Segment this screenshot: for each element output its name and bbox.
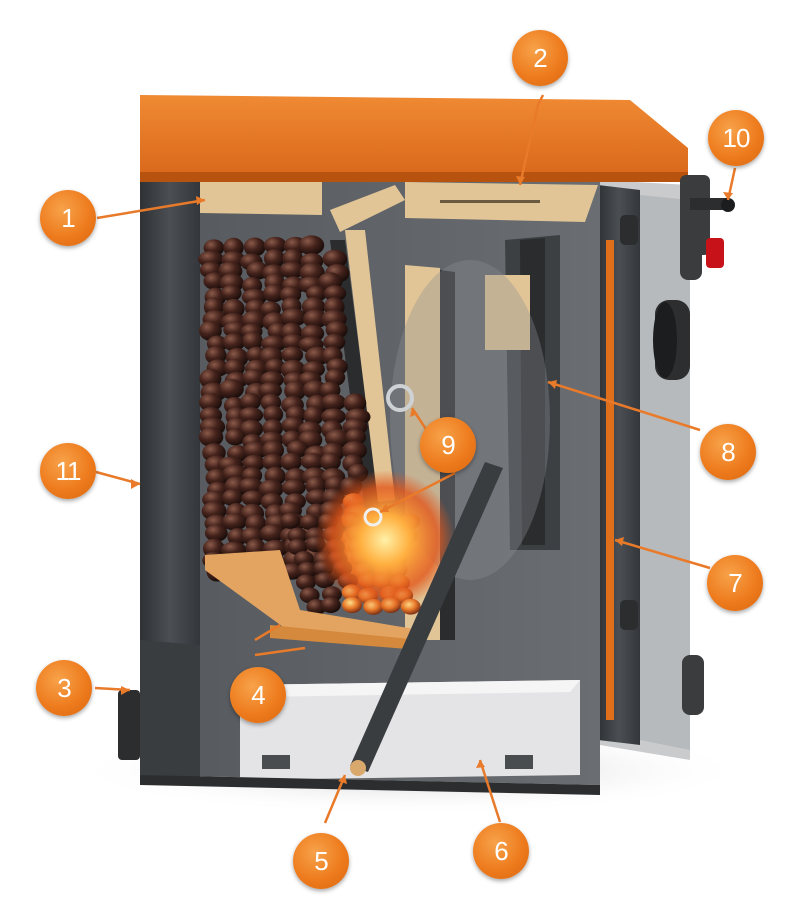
coal-lump — [284, 380, 306, 401]
callout-3: 3 — [36, 660, 92, 716]
callout-7-label: 7 — [728, 567, 743, 598]
callout-10-label: 10 — [722, 122, 751, 153]
coal-lump — [243, 441, 268, 460]
coal-lump — [263, 284, 285, 303]
coal-lump — [243, 237, 266, 257]
fire-glow — [315, 470, 455, 610]
callout-8: 8 — [700, 424, 756, 480]
coal-lump — [198, 393, 222, 412]
coal-lump — [263, 405, 284, 424]
callout-2-label: 2 — [533, 42, 548, 73]
coal-lump — [258, 382, 283, 399]
coal-lump — [264, 358, 286, 376]
coal-lump — [297, 561, 318, 578]
coal-lump — [263, 249, 285, 269]
coal-lump — [239, 419, 264, 439]
coal-lump — [218, 379, 244, 400]
callout-4: 4 — [230, 667, 286, 723]
top-insulation — [200, 178, 598, 232]
coal-lump — [280, 452, 303, 471]
coal-lump — [279, 261, 305, 279]
coal-lump — [343, 393, 367, 413]
coal-lump — [280, 308, 307, 327]
coal-lump — [320, 452, 341, 471]
coal-lump — [238, 477, 264, 495]
top-cover — [140, 95, 688, 180]
coal-lump — [302, 380, 327, 400]
grate — [205, 550, 420, 650]
coal-lump — [263, 236, 287, 254]
coal-lump — [224, 359, 245, 377]
coal-lump — [295, 574, 316, 591]
callout-1: 1 — [40, 190, 96, 246]
coal-lump — [300, 453, 325, 470]
coal-lump — [204, 524, 228, 542]
callout-5-label: 5 — [314, 845, 329, 876]
coal-lump — [323, 333, 346, 351]
coal-lump — [262, 453, 284, 471]
coal-lump — [242, 454, 265, 472]
coal-lump — [281, 346, 304, 364]
control-knobs — [680, 175, 735, 268]
coal-lump — [222, 513, 248, 531]
coal-lump — [241, 490, 265, 507]
coal-lump — [221, 489, 243, 506]
air-nozzle-upper — [386, 384, 414, 412]
coal-lump — [259, 524, 285, 543]
left-wall — [140, 170, 200, 780]
callout-9: 9 — [420, 417, 476, 473]
coal-lump — [198, 427, 224, 447]
coal-lump — [287, 527, 308, 544]
lower-handle — [118, 690, 140, 760]
coal-lump — [281, 479, 306, 496]
coal-lump — [298, 235, 325, 256]
coal-lump — [222, 333, 246, 352]
coal-lump — [280, 512, 301, 529]
callout-8-label: 8 — [721, 436, 736, 467]
callout-2: 2 — [512, 30, 568, 86]
callout-1-label: 1 — [61, 202, 76, 233]
coal-lump — [299, 514, 320, 531]
callout-6-label: 6 — [494, 835, 509, 866]
coal-lump — [320, 596, 341, 613]
callout-11: 11 — [40, 443, 96, 499]
coal-lump — [238, 407, 264, 424]
coal-lump — [345, 428, 367, 446]
coal-lump — [321, 408, 346, 425]
heat-exchanger — [485, 235, 560, 550]
coal-lump — [242, 369, 266, 387]
coal-lump — [203, 272, 226, 290]
coal-lump — [222, 298, 245, 319]
callout-11-label: 11 — [55, 455, 82, 486]
right-door — [598, 185, 640, 745]
coal-lump — [303, 406, 324, 426]
callout-9-label: 9 — [441, 429, 456, 460]
leader-arrows — [121, 176, 733, 784]
callout-3-label: 3 — [57, 672, 72, 703]
coal-lump — [242, 331, 263, 351]
ash-pan — [240, 680, 580, 780]
coal-lump — [225, 428, 246, 446]
leader-lines — [94, 94, 737, 824]
coal-lump — [323, 285, 347, 302]
coal-lump — [302, 309, 328, 329]
callout-4-label: 4 — [251, 679, 266, 710]
callout-6: 6 — [473, 823, 529, 879]
coal-lump — [205, 468, 228, 487]
air-nozzle-lower — [363, 507, 383, 527]
coal-lump — [221, 285, 242, 302]
coal-lump — [322, 249, 348, 269]
poker-rod — [350, 462, 503, 776]
coal-lump — [240, 393, 262, 411]
coal-lump — [321, 393, 347, 411]
callout-5: 5 — [293, 833, 349, 889]
coal-lump — [287, 539, 308, 556]
callout-10: 10 — [708, 110, 764, 166]
callout-7: 7 — [707, 555, 763, 611]
